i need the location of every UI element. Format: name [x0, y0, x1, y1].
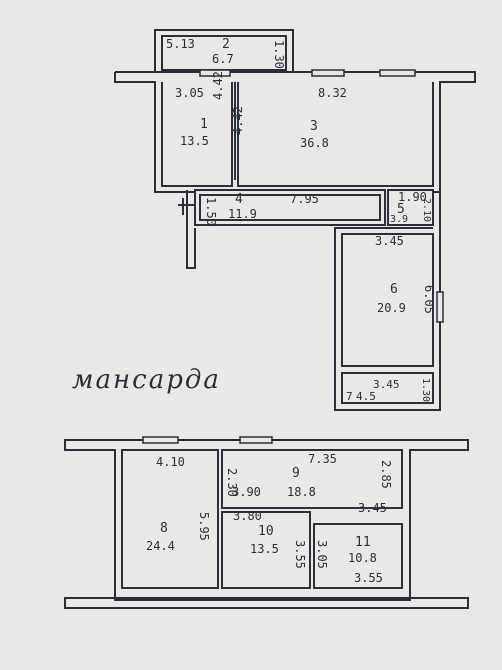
room-6-inner [341, 233, 434, 367]
room-9-width-2: 3.90 [232, 485, 261, 499]
room-8-area: 24.4 [146, 539, 175, 553]
lower-bottom-band [64, 597, 469, 609]
room-7-area-value: 4.5 [356, 390, 376, 403]
upper-plan-walls [114, 29, 476, 411]
room-6-number: 6 [390, 282, 398, 297]
upper-windows [199, 69, 444, 323]
lower-windows [142, 436, 273, 444]
window [199, 69, 231, 77]
room-1-height: 4.42 [211, 71, 225, 100]
room-10-number: 10 [258, 524, 274, 539]
room-7-width: 3.45 [373, 378, 400, 391]
room-5-outline [387, 189, 434, 226]
lower-plan-walls [64, 439, 469, 609]
room-5-area: 3.9 [390, 214, 408, 225]
room-3-number: 3 [310, 119, 318, 134]
room-7-height: 1.30 [420, 378, 431, 402]
room-5-number: 5 [397, 202, 405, 217]
room-1-width: 3.05 [175, 86, 204, 100]
room-1-number: 1 [200, 117, 208, 132]
room-11-inner [313, 523, 403, 589]
room-9-height: 2.30 [225, 468, 239, 497]
room-4-outline [194, 189, 386, 226]
room-6-area: 20.9 [377, 301, 406, 315]
room-11-height: 3.05 [315, 540, 329, 569]
room-3-height: 4.42 [231, 106, 245, 135]
room-2-height: 1.30 [272, 40, 286, 69]
room-2-number: 2 [222, 37, 230, 52]
room-11-area: 10.8 [348, 551, 377, 565]
room-3-area: 36.8 [300, 136, 329, 150]
room-11-width-2: 3.55 [354, 571, 383, 585]
window [436, 291, 444, 323]
room-4-inner [199, 194, 381, 221]
room-7-area: 7 [346, 390, 353, 403]
window [379, 69, 416, 77]
window [311, 69, 345, 77]
room-3-width: 8.32 [318, 86, 347, 100]
room-9-number: 9 [292, 466, 300, 481]
room-6-height: 6.05 [422, 285, 436, 314]
room-5-width: 1.90 [398, 190, 427, 204]
room-5-height: 2.10 [421, 198, 432, 222]
lower-outer [64, 439, 469, 601]
room-9-width: 7.35 [308, 452, 337, 466]
room-8-inner [121, 449, 219, 589]
window [239, 436, 273, 444]
room-4-number: 4 [235, 192, 243, 207]
room-8-width: 4.10 [156, 455, 185, 469]
room-2-area: 6.7 [212, 52, 234, 66]
rooms-1-3-inner [161, 82, 434, 187]
stair-stub [178, 190, 196, 269]
room-9-inner [221, 449, 403, 509]
room-9-height-2: 2.85 [379, 460, 393, 489]
room-6-width: 3.45 [375, 234, 404, 248]
floor-label: мансарда [72, 365, 221, 395]
room-7-inner [341, 372, 434, 404]
room-10-area: 13.5 [250, 542, 279, 556]
room-10-height: 3.55 [293, 540, 307, 569]
main-wall [114, 71, 476, 193]
room-4-height: 1.50 [204, 197, 218, 226]
room-10-width: 3.80 [233, 509, 262, 523]
room-10-inner [221, 511, 311, 589]
room-11-number: 11 [355, 535, 371, 550]
room-2-width: 5.13 [166, 37, 195, 51]
room-4-width: 7.95 [290, 192, 319, 206]
room-8-number: 8 [160, 521, 168, 536]
room-9-area: 18.8 [287, 485, 316, 499]
room-4-area: 11.9 [228, 207, 257, 221]
room-1-area: 13.5 [180, 134, 209, 148]
room-11-width: 3.45 [358, 501, 387, 515]
room-8-height: 5.95 [197, 512, 211, 541]
window [142, 436, 179, 444]
